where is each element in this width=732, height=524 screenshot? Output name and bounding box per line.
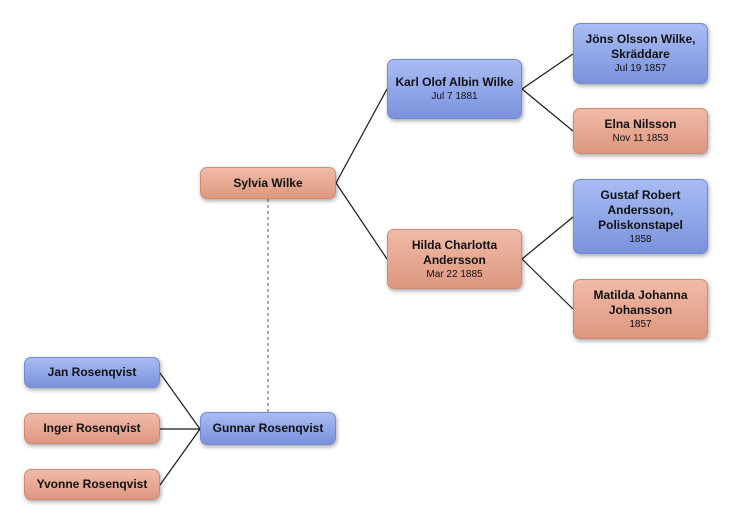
person-name: Elna Nilsson — [604, 117, 677, 131]
person-name: Hilda Charlotta Andersson — [411, 237, 498, 267]
person-name: Karl Olof Albin Wilke — [395, 75, 514, 89]
person-jons-olsson-wilke[interactable]: Jöns Olsson Wilke, Skräddare Jul 19 1857 — [573, 23, 708, 84]
person-karl-olof-albin-wilke[interactable]: Karl Olof Albin Wilke Jul 7 1881 — [387, 59, 522, 119]
link-gunnar-yvonne — [159, 428, 201, 486]
person-hilda-charlotta-andersson[interactable]: Hilda Charlotta Andersson Mar 22 1885 — [387, 229, 522, 289]
person-gunnar-rosenqvist[interactable]: Gunnar Rosenqvist — [200, 412, 336, 445]
link-sylvia-hilda — [335, 182, 388, 260]
person-date: Jul 19 1857 — [614, 63, 667, 74]
person-name: Sylvia Wilke — [233, 175, 303, 190]
person-name: Inger Rosenqvist — [43, 421, 141, 435]
person-name: Yvonne Rosenqvist — [36, 477, 148, 491]
person-sylvia-wilke[interactable]: Sylvia Wilke — [200, 167, 336, 199]
person-date: Nov 11 1853 — [612, 133, 669, 144]
link-gunnar-jan — [159, 372, 201, 430]
person-gustaf-robert-andersson[interactable]: Gustaf Robert Andersson, Poliskonstapel … — [573, 179, 708, 254]
person-inger-rosenqvist[interactable]: Inger Rosenqvist — [24, 413, 160, 444]
person-jan-rosenqvist[interactable]: Jan Rosenqvist — [24, 357, 160, 388]
person-date: 1858 — [629, 233, 652, 245]
person-name: Gunnar Rosenqvist — [212, 421, 324, 435]
link-hilda-matilda — [521, 258, 574, 310]
person-matilda-johanna-johansson[interactable]: Matilda Johanna Johansson 1857 — [573, 279, 708, 339]
link-hilda-gustaf — [521, 216, 574, 260]
person-name: Jöns Olsson Wilke, Skräddare — [585, 32, 696, 61]
person-name: Matilda Johanna Johansson — [593, 287, 688, 317]
person-date: 1857 — [629, 318, 652, 330]
person-date: Mar 22 1885 — [426, 268, 483, 280]
person-elna-nilsson[interactable]: Elna Nilsson Nov 11 1853 — [573, 108, 708, 154]
link-karl-jons — [521, 53, 574, 90]
link-karl-elna — [521, 88, 574, 132]
link-sylvia-karl — [335, 88, 388, 184]
person-yvonne-rosenqvist[interactable]: Yvonne Rosenqvist — [24, 469, 160, 500]
person-name: Jan Rosenqvist — [47, 365, 137, 379]
person-date: Jul 7 1881 — [431, 91, 478, 102]
person-name: Gustaf Robert Andersson, Poliskonstapel — [598, 187, 683, 232]
